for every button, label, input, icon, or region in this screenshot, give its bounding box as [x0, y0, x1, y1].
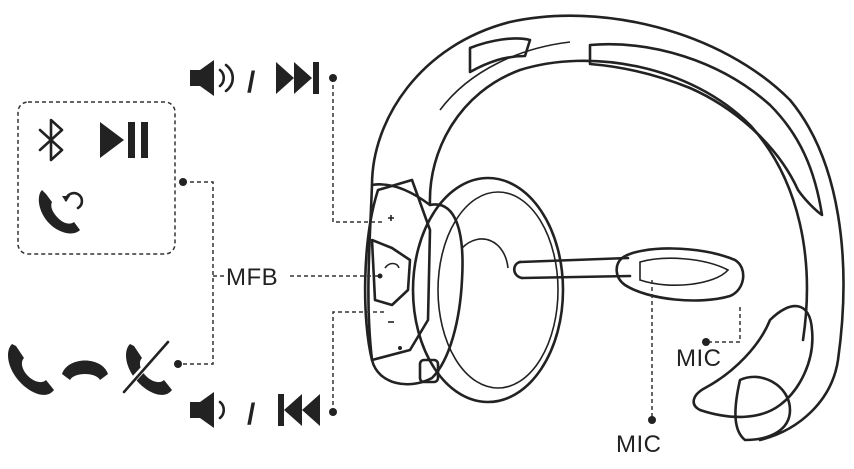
- leader-function-group: [178, 181, 214, 365]
- mic-boom-label: MIC: [616, 431, 662, 458]
- mic-headband-label: MIC: [676, 345, 722, 372]
- end-call-icon: [62, 360, 108, 380]
- leader-dot-mic-boom: [648, 416, 656, 424]
- function-box: [17, 101, 176, 255]
- answer-call-icon: [8, 344, 54, 395]
- separator-top: /: [247, 66, 256, 99]
- leader-dot-volume-up: [329, 74, 337, 82]
- leader-dot-volume-down: [329, 408, 337, 416]
- redial-icon: [38, 190, 84, 234]
- leader-dot-call-icons: [174, 360, 182, 368]
- volume-up-icon: [190, 60, 235, 96]
- reject-call-icon: [119, 337, 173, 395]
- mfb-label: MFB: [226, 264, 278, 291]
- bluetooth-icon: [38, 118, 64, 162]
- leader-volume-down: [332, 311, 385, 412]
- leader-lines: [178, 78, 741, 418]
- play-pause-icon: [100, 122, 148, 158]
- leader-dot-mic-headband: [702, 338, 710, 346]
- headset-illustration: [363, 14, 845, 442]
- next-track-icon: [276, 62, 319, 94]
- separator-bottom: /: [247, 398, 256, 431]
- leader-dot-function-box: [179, 178, 187, 186]
- leader-volume-up: [332, 78, 385, 223]
- volume-down-icon: [190, 392, 226, 428]
- leader-dot-mfb-button: [377, 273, 383, 279]
- leader-mic-headband: [708, 305, 741, 343]
- previous-track-icon: [278, 394, 320, 426]
